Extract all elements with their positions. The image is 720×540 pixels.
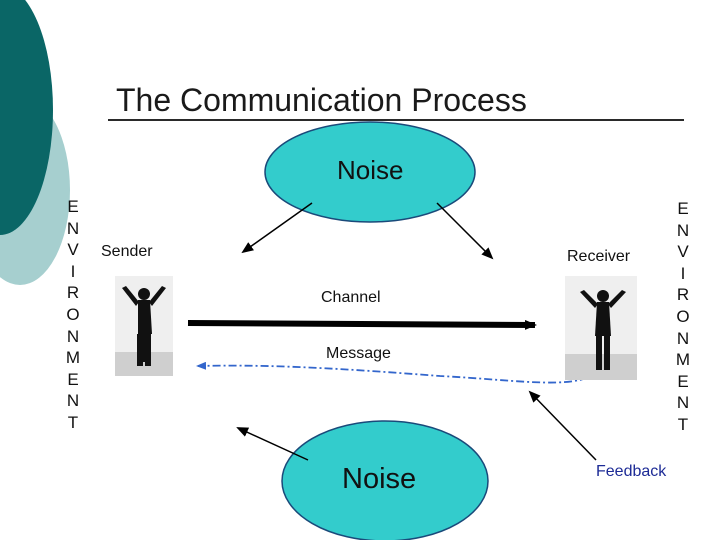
env-left-letter: E [67, 197, 79, 216]
channel-arrow [187, 319, 537, 330]
env-right-letter: M [675, 350, 691, 370]
env-left-letter: O [66, 304, 80, 324]
noise-top-ellipse [264, 121, 476, 223]
sender-figure [115, 276, 173, 376]
env-left-letter: V [67, 240, 79, 260]
message-label: Message [326, 345, 391, 362]
env-left-letter: N [66, 218, 80, 238]
feedback-label: Feedback [596, 463, 667, 480]
env-right-letter: N [676, 220, 690, 240]
env-right-letter: N [676, 393, 690, 413]
noise-bottom-ellipse [281, 420, 489, 540]
env-left-letter: N [66, 326, 80, 346]
env-right-letter: R [676, 285, 690, 305]
noise-arrow-to-sender [241, 202, 313, 254]
sender-label: Sender [101, 243, 153, 260]
env-left-letter: R [66, 283, 80, 303]
env-left-letter: N [66, 391, 80, 411]
receiver-figure [565, 276, 637, 380]
env-left-letter: E [67, 369, 79, 389]
receiver-label: Receiver [567, 248, 631, 265]
env-right-letter: E [677, 371, 689, 391]
feedback-line [196, 361, 601, 384]
env-left-letter: I [70, 261, 76, 281]
env-left-letter: M [65, 348, 81, 368]
env-right-letter: T [677, 414, 689, 434]
noise-bottom-label: Noise [342, 463, 417, 495]
environment-left: E N V I R O N M E N T [60, 196, 86, 434]
title-underline [108, 119, 684, 121]
noise-arrow-to-receiver [436, 202, 494, 260]
env-right-letter: I [680, 263, 686, 283]
noise-arrow-bottom-right [528, 390, 597, 461]
page-title: The Communication Process [116, 82, 527, 118]
channel-label: Channel [321, 289, 381, 306]
noise-arrow-bottom-left [236, 427, 309, 461]
environment-right: E N V I R O N M E N T [670, 198, 696, 436]
corner-decor-dark [0, 0, 53, 235]
env-right-letter: V [677, 242, 689, 262]
env-right-letter: N [676, 328, 690, 348]
noise-top-label: Noise [337, 155, 404, 185]
env-right-letter: O [676, 306, 690, 326]
env-left-letter: T [67, 412, 79, 432]
env-right-letter: E [677, 199, 689, 218]
